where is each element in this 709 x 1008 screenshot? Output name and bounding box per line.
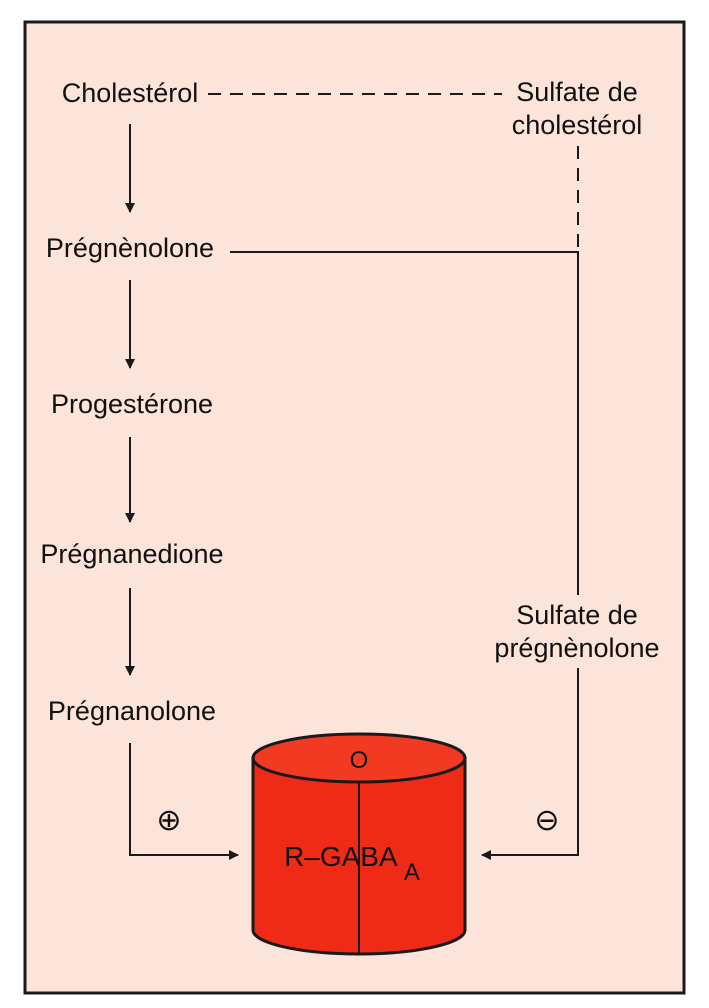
label-pregnanolone: Prégnanolone bbox=[48, 696, 216, 726]
arrow-pregnanolone-to-receptor bbox=[129, 743, 239, 860]
label-sulfate-cholesterol-line2: cholestérol bbox=[512, 110, 643, 140]
label-sulfate-pregnenolone-line1: Sulfate de bbox=[516, 600, 638, 630]
link-pregnenolone-sulfate bbox=[230, 251, 579, 595]
label-cholesterol: Cholestérol bbox=[62, 78, 199, 108]
positive-modulation-icon: ⊕ bbox=[156, 804, 181, 837]
receptor-label-main: R–GABA bbox=[284, 841, 398, 872]
receptor-label-subscript: A bbox=[404, 859, 420, 886]
negative-modulation-icon: ⊖ bbox=[534, 804, 559, 837]
receptor-label: R–GABA A bbox=[284, 841, 420, 886]
label-progesterone: Progestérone bbox=[51, 389, 213, 419]
receptor-pore-mark: O bbox=[350, 747, 369, 774]
label-pregnanedione: Prégnanedione bbox=[40, 539, 223, 569]
label-pregnenolone: Prégnènolone bbox=[46, 233, 214, 263]
label-sulfate-pregnenolone-line2: prégnènolone bbox=[494, 633, 659, 663]
arrow-sulfate-pregnenolone-to-receptor bbox=[481, 668, 579, 860]
label-sulfate-cholesterol-line1: Sulfate de bbox=[516, 77, 638, 107]
gaba-a-receptor: O R–GABA A bbox=[251, 732, 467, 956]
